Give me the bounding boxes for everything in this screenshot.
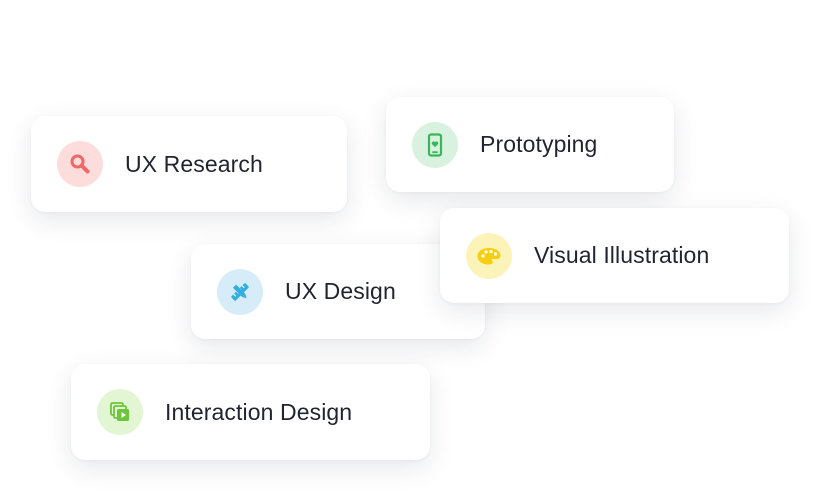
interaction-design-icon-circle [97,389,143,435]
skill-card-ux-design: UX Design [191,244,485,339]
skill-label: UX Design [285,278,396,304]
skill-card-visual-illustration: Visual Illustration [440,208,789,303]
pencil-ruler-icon [231,282,249,301]
ux-design-icon-circle [217,268,263,315]
skill-label: UX Research [125,150,263,177]
skill-card-ux-research: UX Research [31,116,347,212]
visual-illustration-icon-circle [466,232,512,279]
prototyping-icon-circle [412,121,458,168]
skill-label: Visual Illustration [534,242,710,268]
phone-heart-icon [427,132,443,157]
ux-research-icon-circle [57,141,103,187]
skill-label: Interaction Design [165,398,353,425]
media-layers-icon [110,402,129,421]
palette-icon [477,247,501,264]
skill-card-interaction-design: Interaction Design [71,364,430,460]
magnifier-icon [70,154,90,174]
skill-card-prototyping: Prototyping [386,97,674,192]
skill-label: Prototyping [480,131,598,157]
